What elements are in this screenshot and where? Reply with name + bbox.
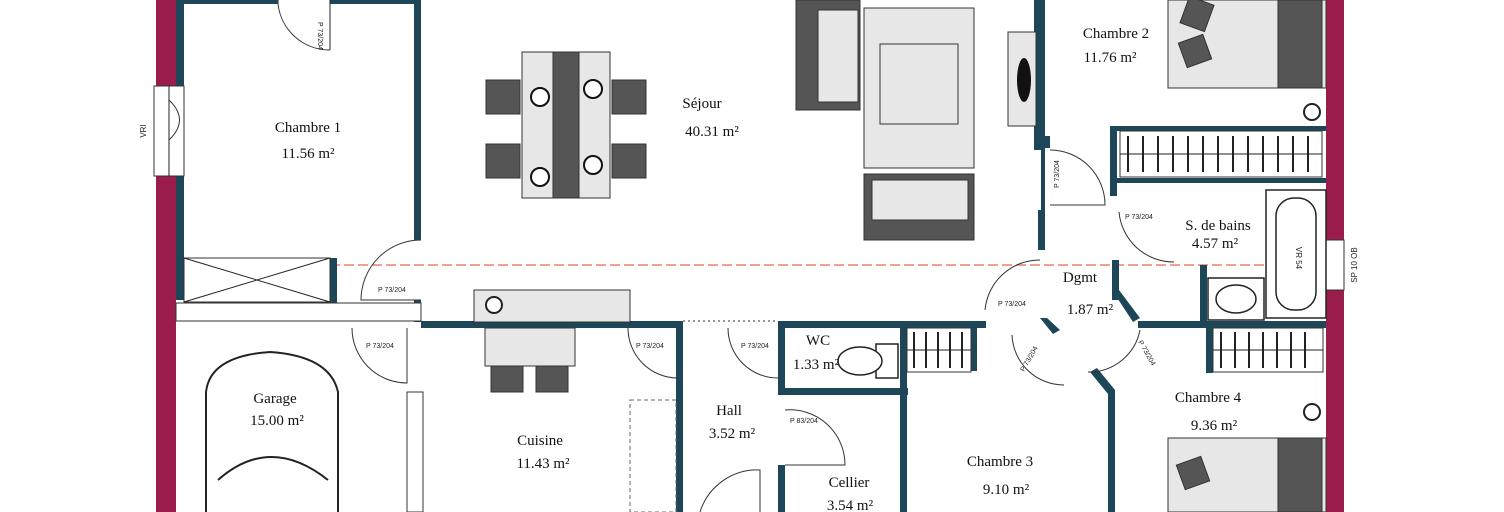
right-window xyxy=(1325,239,1345,291)
room-area-chambre1: 11.56 m² xyxy=(281,146,335,162)
door-tag-dgmt: P 73/204 xyxy=(998,301,1026,308)
door-tag-chambre1: P 73/204 xyxy=(316,22,323,50)
room-area-cuisine: 11.43 m² xyxy=(516,456,570,472)
door-tag-sdb: P 73/204 xyxy=(1125,214,1153,221)
room-name-cellier: Cellier xyxy=(829,475,870,491)
room-area-sejour: 40.31 m² xyxy=(685,124,739,140)
room-name-wc: WC xyxy=(806,333,830,349)
car xyxy=(205,350,339,512)
room-area-chambre2: 11.76 m² xyxy=(1083,50,1137,66)
wardrobe-chambre4 xyxy=(1212,327,1324,373)
kitchen-counter xyxy=(473,289,677,512)
room-name-hall: Hall xyxy=(716,403,742,419)
door-tag-chambre3: P 73/204 xyxy=(1020,345,1040,373)
room-name-chambre2: Chambre 2 xyxy=(1083,26,1149,42)
door-tag-sejour-left: P 73/204 xyxy=(378,287,406,294)
toilet xyxy=(837,343,899,379)
door-tag-chambre2: P 73/204 xyxy=(1054,160,1061,188)
room-area-hall: 3.52 m² xyxy=(709,426,756,442)
room-name-garage: Garage xyxy=(253,391,297,407)
wardrobe-chambre2 xyxy=(1119,130,1323,178)
room-area-sdb: 4.57 m² xyxy=(1192,236,1239,252)
door-tag-wc: P 73/204 xyxy=(741,343,769,350)
label-right-window: SP 10 OB xyxy=(1350,247,1359,282)
living-sofas xyxy=(795,0,975,241)
garage-hatch xyxy=(183,257,331,303)
door-tag-cuisine: P 73/204 xyxy=(636,343,664,350)
room-name-chambre3: Chambre 3 xyxy=(967,454,1033,470)
door-tag-cellier: P 83/204 xyxy=(790,418,818,425)
wardrobe-chambre3 xyxy=(906,327,972,373)
room-name-chambre4: Chambre 4 xyxy=(1175,390,1242,406)
bed-chambre2 xyxy=(1167,0,1327,121)
room-name-chambre1: Chambre 1 xyxy=(275,120,341,136)
dining-table xyxy=(485,51,647,199)
room-name-sdb: S. de bains xyxy=(1185,218,1251,234)
room-area-chambre3: 9.10 m² xyxy=(983,482,1030,498)
room-area-cellier: 3.54 m² xyxy=(827,498,874,512)
label-left-window: VRI xyxy=(139,124,148,137)
room-area-wc: 1.33 m² xyxy=(793,357,840,373)
bathtub xyxy=(1265,189,1327,319)
room-name-dgmt: Dgmt xyxy=(1063,270,1098,286)
bed-chambre4 xyxy=(1167,403,1327,512)
left-window xyxy=(153,85,185,177)
door-tag-chambre4: P 73/204 xyxy=(1136,340,1156,368)
label-bath-window: VR 54 xyxy=(1294,247,1303,270)
interior-walls xyxy=(175,0,1326,512)
room-area-chambre4: 9.36 m² xyxy=(1191,418,1238,434)
room-area-garage: 15.00 m² xyxy=(250,413,304,429)
doors xyxy=(277,0,1175,512)
room-area-dgmt: 1.87 m² xyxy=(1067,302,1114,318)
bathroom-sink xyxy=(1207,277,1265,321)
room-name-sejour: Séjour xyxy=(682,96,721,112)
room-name-cuisine: Cuisine xyxy=(517,433,563,449)
fireplace xyxy=(1007,31,1037,127)
door-tag-garage: P 73/204 xyxy=(366,343,394,350)
